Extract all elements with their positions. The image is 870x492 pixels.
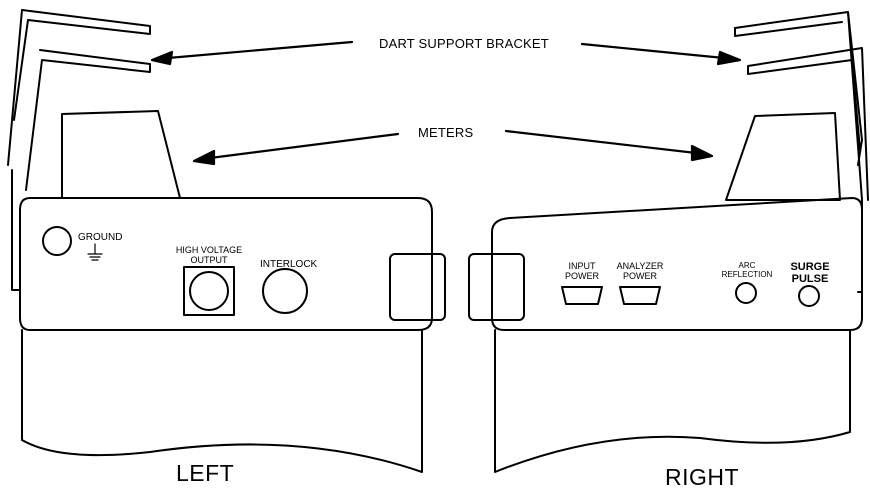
high-voltage-output-connector[interactable] <box>189 271 229 311</box>
left-unit <box>7 9 446 473</box>
surge-pulse-label-line2: PULSE <box>791 273 829 285</box>
callout-arrows <box>150 40 742 166</box>
ground-symbol-icon <box>87 243 103 261</box>
arc-reflection-connector[interactable] <box>735 282 757 304</box>
left-connector-block <box>389 253 446 321</box>
left-meter <box>61 110 181 199</box>
bracket-arrow-left <box>166 40 354 60</box>
analyzer-power-port[interactable] <box>619 286 661 305</box>
analyzer-power-label: ANALYZER POWER <box>612 262 668 281</box>
surge-pulse-label: SURGE PULSE <box>784 262 836 285</box>
right-bracket-upper-arm <box>734 21 843 37</box>
high-voltage-output-frame <box>183 266 235 316</box>
right-bracket-lower-arm <box>747 47 869 201</box>
right-side-label: RIGHT <box>665 464 740 490</box>
input-power-label-line1: INPUT <box>568 261 596 271</box>
interlock-label: INTERLOCK <box>260 259 318 270</box>
high-voltage-label-line2: OUTPUT <box>190 255 228 265</box>
bracket-arrow-right <box>580 42 726 60</box>
arc-reflection-label-line2: REFLECTION <box>721 270 773 279</box>
ground-terminal[interactable] <box>42 226 72 256</box>
left-side-label: LEFT <box>176 460 235 486</box>
right-dart-support-bracket <box>734 11 863 166</box>
surge-pulse-label-line1: SURGE <box>790 261 830 273</box>
right-connector-block <box>468 253 525 321</box>
left-bracket-edge <box>7 9 23 291</box>
left-dart-support-bracket <box>13 9 151 121</box>
interlock-connector[interactable] <box>262 268 308 314</box>
left-bracket-lower-arm <box>25 49 151 191</box>
arc-reflection-label: ARC REFLECTION <box>718 262 776 279</box>
high-voltage-label: HIGH VOLTAGE OUTPUT <box>164 246 254 265</box>
arc-reflection-label-line1: ARC <box>738 261 756 270</box>
right-unit <box>468 11 869 473</box>
input-power-label: INPUT POWER <box>556 262 608 281</box>
meters-arrow-right <box>504 129 698 155</box>
input-power-port[interactable] <box>561 286 603 305</box>
right-lower-body <box>494 329 851 473</box>
meters-label: METERS <box>418 125 474 140</box>
right-meter <box>725 112 841 201</box>
analyzer-power-label-line1: ANALYZER <box>616 261 664 271</box>
dart-support-bracket-label: DART SUPPORT BRACKET <box>379 36 549 51</box>
high-voltage-label-line1: HIGH VOLTAGE <box>175 245 243 255</box>
analyzer-power-label-line2: POWER <box>622 271 657 281</box>
meters-arrow-left <box>208 132 400 160</box>
input-power-label-line2: POWER <box>564 271 599 281</box>
left-front-panel <box>19 197 433 331</box>
left-lower-body <box>21 329 423 473</box>
ground-label: GROUND <box>78 232 123 243</box>
surge-pulse-connector[interactable] <box>798 285 820 307</box>
